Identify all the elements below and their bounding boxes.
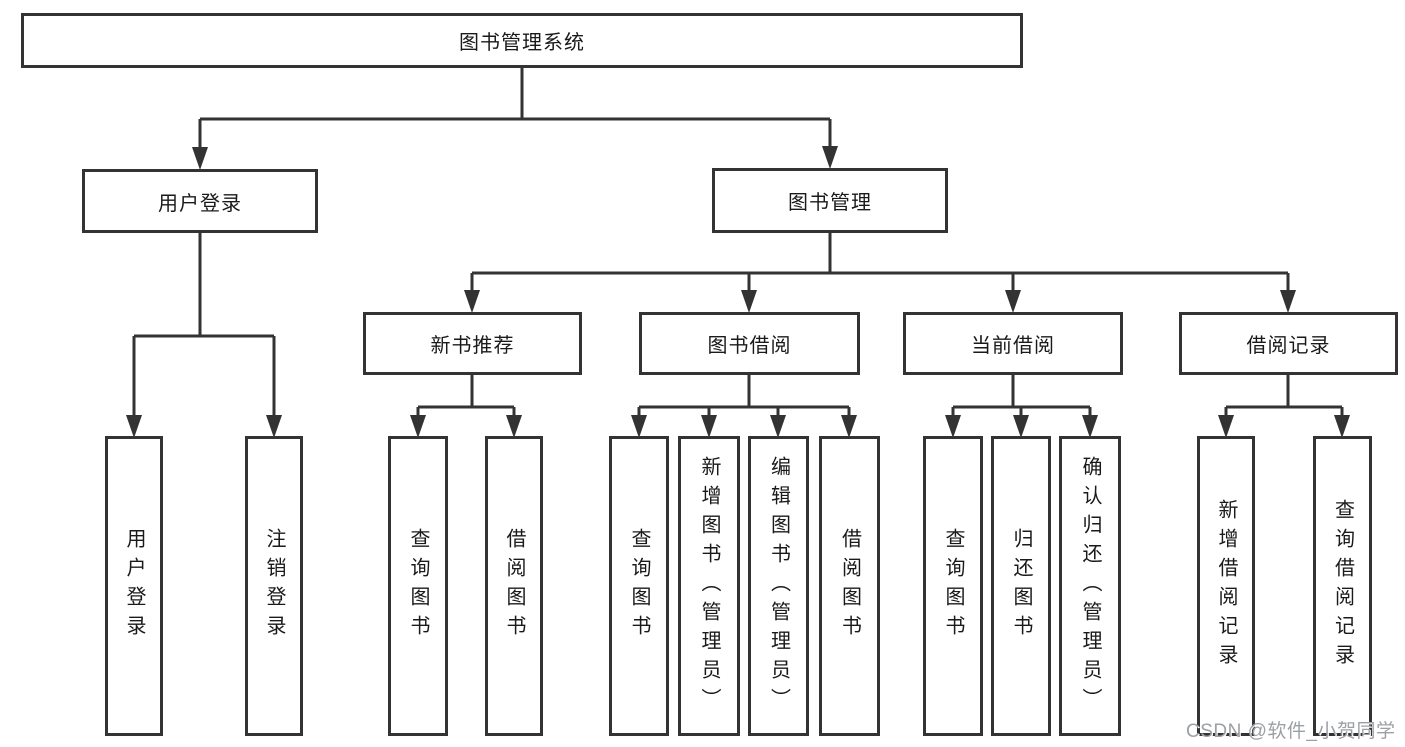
- node-new-book-recommend: 新书推荐: [363, 312, 582, 375]
- node-current-borrow: 当前借阅: [903, 312, 1123, 375]
- csdn-watermark: CSDN @软件_小贺同学: [1186, 721, 1396, 742]
- node-label: 新增图书（管理员）: [698, 455, 720, 717]
- node-library-management-system: 图书管理系统: [21, 13, 1023, 68]
- node-current-return-book: 归还图书: [991, 436, 1051, 736]
- node-label: 查询借阅记录: [1331, 499, 1354, 673]
- node-borrow-edit-book-admin: 编辑图书（管理员）: [748, 436, 809, 736]
- connector-path: [132, 66, 1344, 419]
- node-label: 用户登录: [123, 528, 145, 644]
- node-borrow-record: 借阅记录: [1179, 312, 1398, 375]
- node-label: 用户登录: [158, 192, 242, 215]
- node-recommend-query-book: 查询图书: [388, 436, 448, 736]
- node-logout: 注销登录: [245, 436, 303, 736]
- node-label: 查询图书: [407, 528, 429, 644]
- node-user-login: 用户登录: [82, 169, 318, 233]
- node-user-login-action: 用户登录: [105, 436, 163, 736]
- node-label: 图书管理: [788, 192, 872, 214]
- node-label: 当前借阅: [971, 335, 1055, 357]
- node-record-add-record: 新增借阅记录: [1197, 436, 1255, 736]
- node-label: 编辑图书（管理员）: [767, 455, 790, 717]
- node-label: 图书管理系统: [459, 32, 585, 54]
- node-book-borrow: 图书借阅: [639, 312, 860, 375]
- node-label: 借阅图书: [838, 528, 861, 644]
- arrowheads: [126, 146, 1350, 438]
- node-current-confirm-return-admin: 确认归还（管理员）: [1059, 436, 1121, 736]
- node-label: 查询图书: [628, 528, 650, 644]
- node-label: 借阅图书: [503, 528, 525, 644]
- node-borrow-borrow-book: 借阅图书: [819, 436, 880, 736]
- node-current-query-book: 查询图书: [923, 436, 983, 736]
- node-label: 新书推荐: [430, 335, 515, 357]
- node-label: 借阅记录: [1246, 335, 1331, 357]
- node-label: 归还图书: [1010, 528, 1032, 644]
- node-recommend-borrow-book: 借阅图书: [485, 436, 543, 736]
- node-book-management: 图书管理: [712, 168, 948, 233]
- node-label: 确认归还（管理员）: [1079, 455, 1101, 717]
- node-borrow-query-book: 查询图书: [609, 436, 669, 736]
- node-label: 新增借阅记录: [1215, 499, 1237, 673]
- node-borrow-add-book-admin: 新增图书（管理员）: [678, 436, 740, 736]
- node-record-query-record: 查询借阅记录: [1313, 436, 1372, 736]
- node-label: 查询图书: [942, 528, 964, 644]
- node-label: 图书借阅: [707, 335, 792, 357]
- node-label: 注销登录: [263, 528, 285, 644]
